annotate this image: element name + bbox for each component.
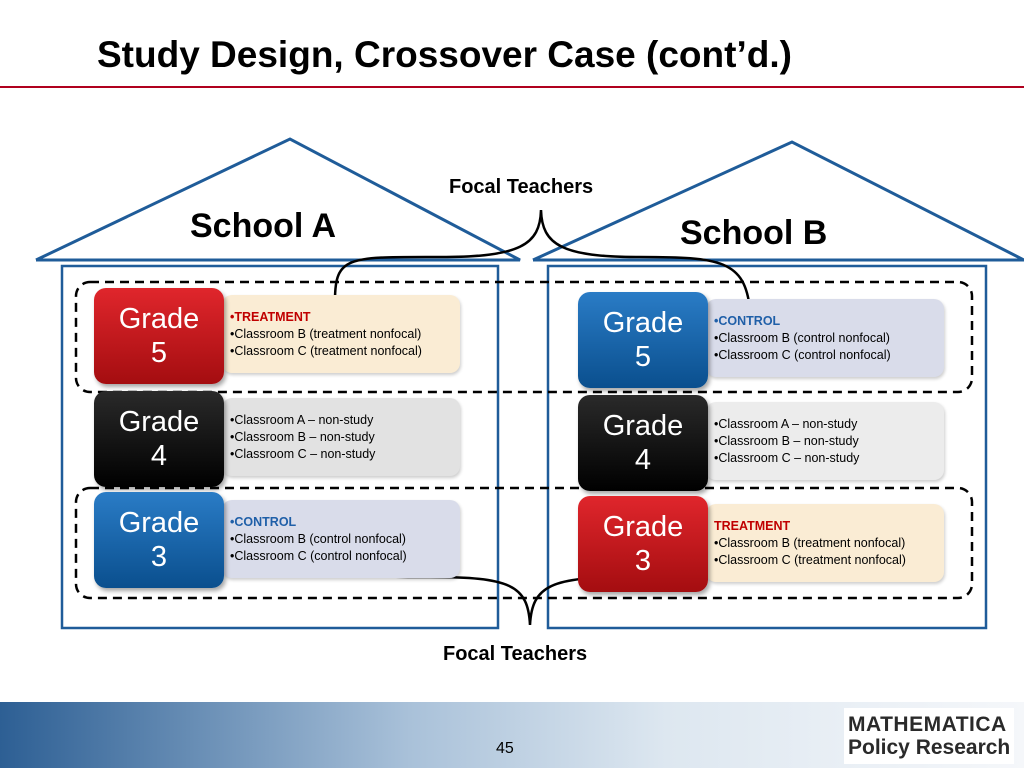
info-line: •Classroom B (treatment nonfocal): [714, 536, 906, 550]
grade-number: 3: [634, 545, 652, 577]
school-a-grade3-box: Grade 3: [94, 492, 224, 588]
logo-line-1: MATHEMATICA: [848, 713, 1007, 736]
control-label: •CONTROL: [230, 515, 297, 529]
info-line: •Classroom B (control nonfocal): [714, 331, 890, 345]
school-a-name: School A: [190, 207, 337, 245]
mathematica-logo: MATHEMATICA Policy Research: [844, 708, 1014, 764]
school-b-grade3-info: TREATMENT •Classroom B (treatment nonfoc…: [706, 504, 944, 582]
school-b-grade3-box: Grade 3: [578, 496, 708, 592]
info-line: •Classroom C (treatment nonfocal): [714, 553, 906, 567]
info-line: •Classroom B (control nonfocal): [230, 532, 406, 546]
school-b-name: School B: [680, 214, 828, 252]
title-divider: [0, 86, 1024, 88]
info-line: •Classroom A – non-study: [714, 417, 858, 431]
info-line: •Classroom C – non-study: [714, 451, 860, 465]
info-line: •Classroom B (treatment nonfocal): [230, 327, 422, 341]
logo-line-2: Policy Research: [848, 736, 1011, 759]
school-b-grade4-info: •Classroom A – non-study •Classroom B – …: [706, 402, 944, 480]
grade-word: Grade: [602, 307, 684, 339]
focal-brace-top: [333, 209, 752, 311]
school-a-grade4-info: •Classroom A – non-study •Classroom B – …: [222, 398, 460, 476]
grade-number: 3: [150, 541, 168, 573]
focal-teachers-bottom-label: Focal Teachers: [443, 643, 588, 665]
info-line: •Classroom C (control nonfocal): [714, 348, 891, 362]
grade-number: 4: [150, 440, 168, 472]
treatment-label: •TREATMENT: [230, 310, 311, 324]
info-line: •Classroom C (control nonfocal): [230, 549, 407, 563]
grade-word: Grade: [118, 507, 200, 539]
info-line: •Classroom C (treatment nonfocal): [230, 344, 422, 358]
grade-number: 5: [634, 341, 652, 373]
school-a-grade5-box: Grade 5: [94, 288, 224, 384]
grade-number: 4: [634, 444, 652, 476]
school-a-grade5-info: •TREATMENT •Classroom B (treatment nonfo…: [222, 295, 460, 373]
school-b-roof: [532, 140, 1024, 262]
school-b-grade5-info: •CONTROL •Classroom B (control nonfocal)…: [706, 299, 944, 377]
info-line: •Classroom B – non-study: [230, 430, 375, 444]
info-line: •Classroom A – non-study: [230, 413, 374, 427]
school-a-grade3-info: •CONTROL •Classroom B (control nonfocal)…: [222, 500, 460, 578]
control-label: •CONTROL: [714, 314, 781, 328]
school-b-body: [546, 264, 988, 630]
grade-word: Grade: [118, 303, 200, 335]
info-line: •Classroom C – non-study: [230, 447, 376, 461]
grade-word: Grade: [118, 406, 200, 438]
focal-row-top: [74, 280, 974, 394]
school-b-grade4-box: Grade 4: [578, 395, 708, 491]
page-number: 45: [496, 740, 514, 757]
focal-teachers-top-label: Focal Teachers: [449, 176, 594, 198]
grade-number: 5: [150, 337, 168, 369]
slide-title: Study Design, Crossover Case (cont’d.): [97, 34, 792, 75]
school-a-grade4-box: Grade 4: [94, 391, 224, 487]
info-line: •Classroom B – non-study: [714, 434, 859, 448]
grade-word: Grade: [602, 410, 684, 442]
school-a-body: [60, 264, 500, 630]
grade-word: Grade: [602, 511, 684, 543]
school-a-roof: [35, 137, 521, 262]
school-b-grade5-box: Grade 5: [578, 292, 708, 388]
treatment-label: TREATMENT: [714, 519, 791, 533]
